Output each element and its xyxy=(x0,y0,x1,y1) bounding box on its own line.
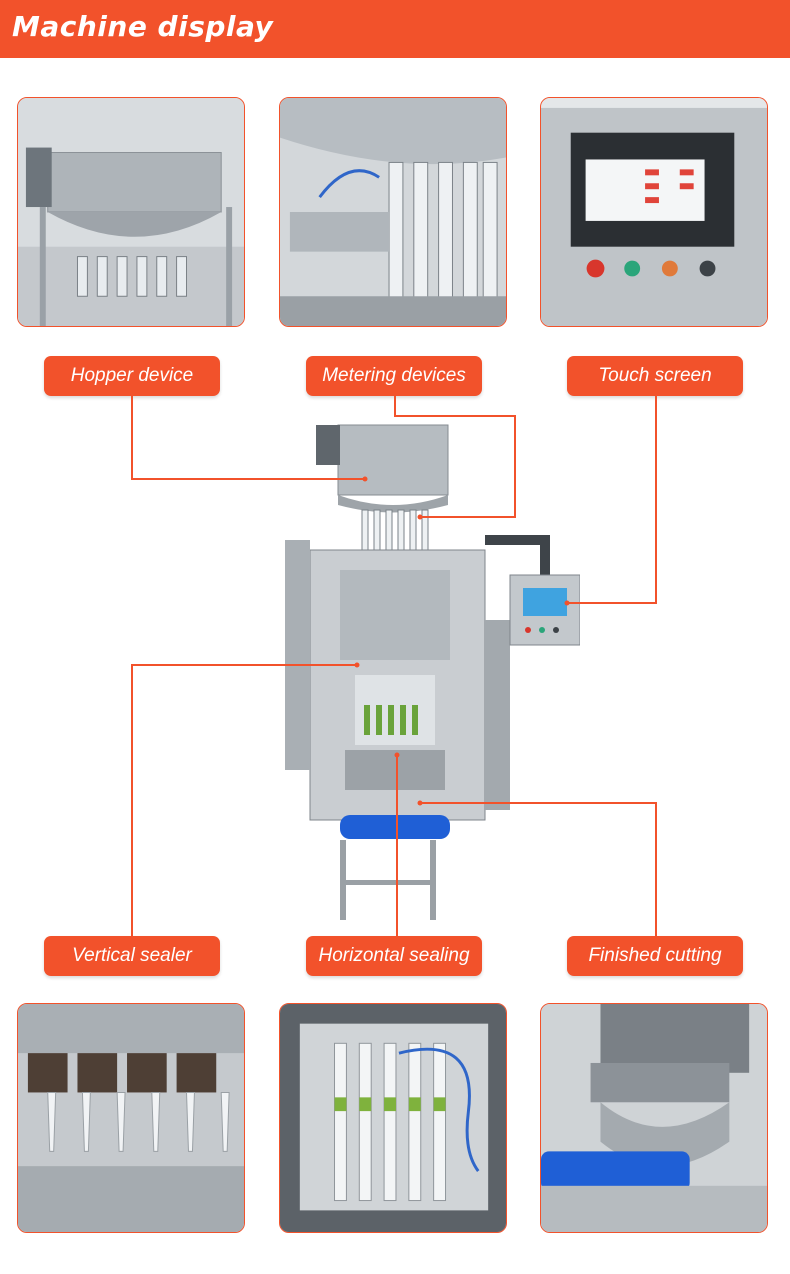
label-finished-cutting: Finished cutting xyxy=(567,936,743,976)
header-bar: Machine display xyxy=(0,0,790,58)
metering-photo xyxy=(279,97,507,327)
packing-machine-illustration xyxy=(280,420,580,930)
finished-cutting-photo xyxy=(540,1003,768,1233)
page-title: Machine display xyxy=(12,10,274,43)
label-vertical-sealer: Vertical sealer xyxy=(44,936,220,976)
hopper-photo xyxy=(17,97,245,327)
touch-screen-photo xyxy=(540,97,768,327)
label-touch-screen: Touch screen xyxy=(567,356,743,396)
label-metering-devices: Metering devices xyxy=(306,356,482,396)
label-horizontal-sealing: Horizontal sealing xyxy=(306,936,482,976)
horizontal-sealing-photo xyxy=(279,1003,507,1233)
label-hopper-device: Hopper device xyxy=(44,356,220,396)
vertical-sealer-photo xyxy=(17,1003,245,1233)
